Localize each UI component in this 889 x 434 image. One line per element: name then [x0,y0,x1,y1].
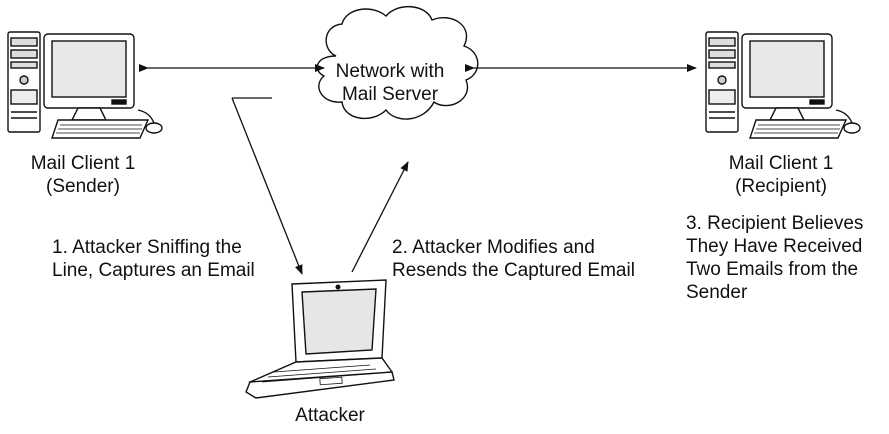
recipient-label-line2: (Recipient) [735,176,827,197]
network-label: Network with Mail Server [318,60,462,106]
recipient-label-line1: Mail Client 1 [728,153,834,174]
step1-line1: 1. Attacker Sniffing the [52,237,242,258]
step3-line1: 3. Recipient Believes [686,213,864,234]
attacker-laptop-icon [245,279,395,399]
step1-line2: Line, Captures an Email [52,260,255,281]
step3-line2: They Have Received [686,236,863,257]
sender-label-line2: (Sender) [46,176,120,197]
sender-label-line1: Mail Client 1 [30,153,136,174]
sender-label: Mail Client 1 (Sender) [18,152,148,198]
sender-computer-icon [7,31,163,139]
step2-line1: 2. Attacker Modifies and [392,237,595,258]
resend-arrow [351,161,409,273]
step2-line2: Resends the Captured Email [392,260,635,281]
capture-arrow [231,97,303,275]
network-label-line1: Network with [335,61,445,82]
recipient-computer-icon [705,31,861,139]
step3-line3: Two Emails from the [686,259,859,280]
network-label-line2: Mail Server [341,84,439,105]
step2-text: 2. Attacker Modifies and Resends the Cap… [392,236,635,282]
step3-line4: Sender [686,282,748,303]
step3-text: 3. Recipient Believes They Have Received… [686,212,863,304]
recipient-label: Mail Client 1 (Recipient) [716,152,846,198]
attacker-label: Attacker [295,405,365,426]
cloud-icon [316,6,479,120]
step1-text: 1. Attacker Sniffing the Line, Captures … [52,236,255,282]
